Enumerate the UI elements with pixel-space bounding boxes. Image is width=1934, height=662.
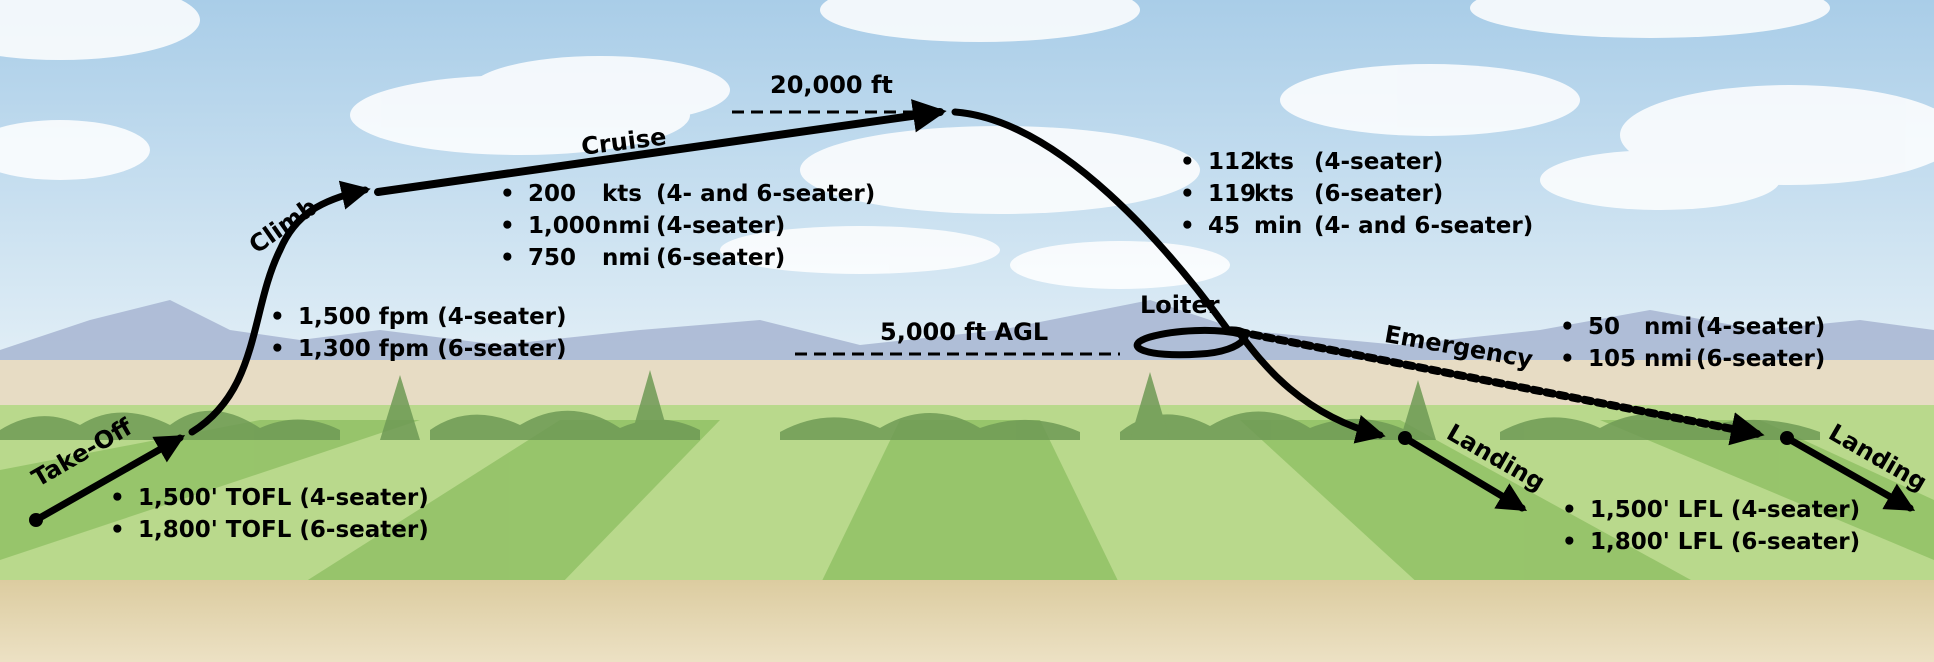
loiter-spec-unit: min: [1254, 213, 1303, 239]
cruise-spec-note: (6-seater): [656, 245, 786, 271]
cruise-spec-item: 750 nmi(6-seater): [498, 242, 875, 274]
cruise-spec-note: (4-seater): [656, 213, 786, 239]
flight-path: [32, 99, 1916, 524]
loiter-altitude-label: 5,000 ft AGL: [880, 318, 1049, 346]
descent-path: [951, 108, 1232, 334]
loiter-spec-value: 112: [1208, 149, 1257, 175]
loiter-spec-value: 45: [1208, 213, 1241, 239]
cloud: [0, 0, 200, 60]
tree: [1130, 372, 1170, 440]
cruise-spec-value: 1,000: [528, 213, 601, 239]
emergency-spec-unit: nmi: [1644, 314, 1693, 340]
loiter-spec-note: (4-seater): [1314, 149, 1444, 175]
cruise-spec-unit: nmi: [602, 245, 651, 271]
landing-spec-item: 1,500' LFL (4-seater): [1560, 494, 1860, 526]
emergency-spec-value: 105: [1588, 346, 1637, 372]
cloud: [1470, 0, 1830, 38]
loiter-spec-value: 119: [1208, 181, 1257, 207]
cruise-spec-unit: nmi: [602, 213, 651, 239]
cloud: [0, 120, 150, 180]
takeoff-point: [29, 513, 43, 527]
phase-label-loiter: Loiter: [1140, 291, 1220, 319]
emergency-spec-value: 50: [1588, 314, 1621, 340]
climb-spec-item: 1,500 fpm (4-seater): [268, 301, 567, 333]
cruise-specs: 200 kts (4- and 6-seater) 1,000nmi(4-seate…: [498, 178, 875, 274]
takeoff-spec-item: 1,500' TOFL (4-seater): [108, 482, 429, 514]
loiter-spec-unit: kts: [1254, 181, 1294, 207]
cruise-spec-value: 750: [528, 245, 577, 271]
climb-specs: 1,500 fpm (4-seater) 1,300 fpm (6-seater…: [268, 301, 567, 365]
emergency-specs: 50 nmi(4-seater) 105 nmi(6-seater): [1558, 311, 1825, 375]
climb-path: [188, 180, 371, 436]
cruise-spec-item: 1,000nmi(4-seater): [498, 210, 875, 242]
tree-row: [1120, 411, 1410, 440]
emergency-spec-item: 105 nmi(6-seater): [1558, 343, 1825, 375]
emergency-landing-path: [1783, 434, 1916, 512]
cloud: [1010, 241, 1230, 289]
tree: [380, 375, 420, 440]
cloud: [470, 56, 730, 124]
ground: [0, 580, 1934, 662]
climb-spec-item: 1,300 fpm (6-seater): [268, 333, 567, 365]
landing-path: [1401, 434, 1528, 512]
emergency-spec-note: (4-seater): [1696, 314, 1826, 340]
takeoff-spec-item: 1,800' TOFL (6-seater): [108, 514, 429, 546]
loiter-spec-note: (4- and 6-seater): [1314, 213, 1534, 239]
tree-row: [0, 410, 340, 440]
landing-point: [1398, 431, 1412, 445]
landing-spec-item: 1,800' LFL (6-seater): [1560, 526, 1860, 558]
clouds: [0, 0, 1934, 289]
loiter-spec-item: 112kts (4-seater): [1178, 146, 1533, 178]
loiter-spec-item: 119kts (6-seater): [1178, 178, 1533, 210]
emergency-landing-point: [1780, 431, 1794, 445]
takeoff-specs: 1,500' TOFL (4-seater) 1,800' TOFL (6-se…: [108, 482, 429, 546]
cruise-spec-item: 200 kts (4- and 6-seater): [498, 178, 875, 210]
landing-specs: 1,500' LFL (4-seater) 1,800' LFL (6-seat…: [1560, 494, 1860, 558]
emergency-path: [1236, 328, 1765, 446]
cloud: [1280, 64, 1580, 136]
cruise-altitude-label: 20,000 ft: [770, 71, 893, 99]
loiter-spec-item: 45 min (4- and 6-seater): [1178, 210, 1533, 242]
loiter-spec-unit: kts: [1254, 149, 1294, 175]
field-stripe: [820, 420, 1120, 585]
cruise-spec-note: (4- and 6-seater): [656, 181, 876, 207]
cruise-spec-unit: kts: [602, 181, 642, 207]
tree-line: [0, 370, 1820, 440]
cloud: [820, 0, 1140, 42]
emergency-spec-item: 50 nmi(4-seater): [1558, 311, 1825, 343]
cruise-spec-value: 200: [528, 181, 577, 207]
cruise-path: [374, 99, 947, 196]
tree-row: [780, 413, 1080, 440]
takeoff-path: [32, 434, 186, 524]
loiter-spec-note: (6-seater): [1314, 181, 1444, 207]
tree: [630, 370, 670, 440]
emergency-spec-unit: nmi: [1644, 346, 1693, 372]
cloud: [800, 126, 1200, 214]
tree: [1400, 380, 1436, 440]
approach-path: [1236, 330, 1386, 444]
cloud: [1540, 150, 1780, 210]
loiter-specs: 112kts(4-seater) 119kts(6-seater) 45min(…: [1178, 146, 1533, 242]
emergency-spec-note: (6-seater): [1696, 346, 1826, 372]
